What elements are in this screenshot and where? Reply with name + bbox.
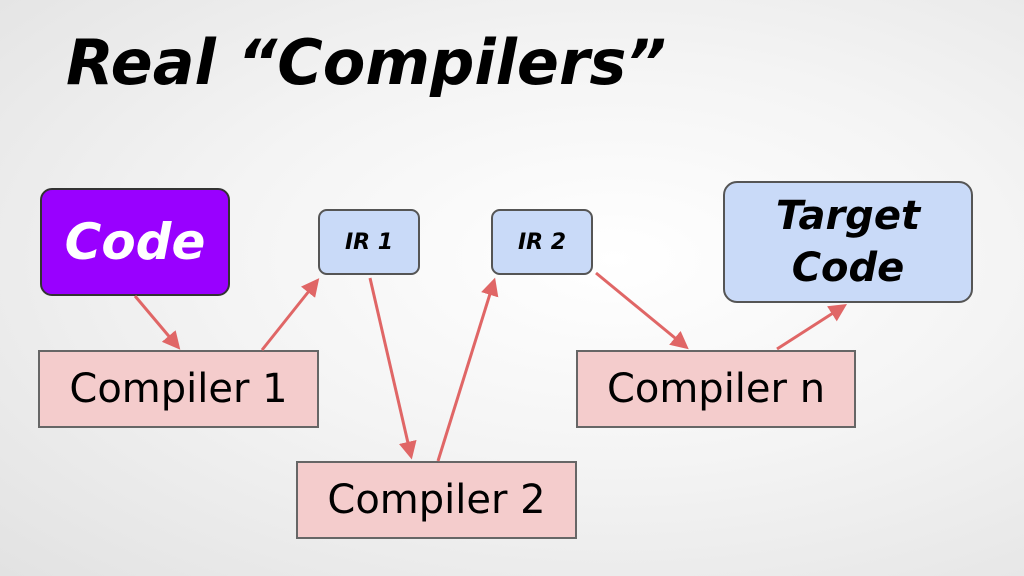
compiler-1-node: Compiler 1: [38, 350, 319, 428]
arrow-ir1-to-compiler2: [368, 277, 417, 460]
ir2-node: IR 2: [491, 209, 593, 275]
ir1-node: IR 1: [318, 209, 420, 275]
arrow-compilern-to-target: [776, 304, 848, 351]
slide-title: Real “Compilers”: [66, 26, 667, 99]
compiler-n-node: Compiler n: [576, 350, 856, 428]
arrow-compiler2-to-ir2: [436, 277, 499, 462]
code-node: Code: [40, 188, 230, 296]
arrow-ir2-to-compilern: [595, 271, 689, 350]
target-code-node: Target Code: [723, 181, 973, 303]
compiler-2-node: Compiler 2: [296, 461, 577, 539]
arrow-compiler1-to-ir1: [260, 278, 320, 351]
arrow-code-to-compiler1: [133, 295, 181, 350]
